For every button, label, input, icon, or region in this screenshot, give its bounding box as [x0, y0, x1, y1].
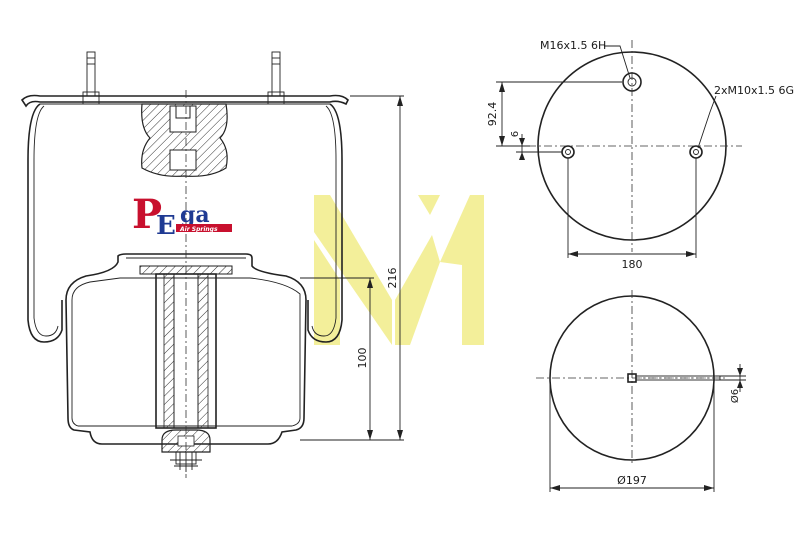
side-thread-hole-left: [561, 145, 575, 159]
watermark-logo: [314, 195, 484, 345]
dimension-total-height: 216: [300, 95, 404, 441]
dimension-piston-height-label: 100: [356, 348, 369, 369]
thread-center-label: M16x1.5 6H: [540, 39, 606, 52]
bellows-right: [307, 103, 343, 343]
offset-small-label: 6: [510, 131, 521, 137]
air-spring-section-view: [20, 51, 349, 478]
top-plate: [20, 94, 349, 108]
brand-letter-e: E: [156, 211, 176, 241]
bottom-view: Ø6 Ø197: [536, 290, 746, 492]
dimension-piston-height: 100: [300, 277, 374, 440]
center-thread-hole: [622, 72, 642, 92]
thread-side-label: 2xM10x1.5 6G: [714, 84, 794, 97]
offset-vertical-label: 92.4: [486, 102, 499, 127]
brand-logo: P E ga Air Springs: [132, 191, 232, 241]
dimension-total-height-label: 216: [386, 268, 399, 289]
brand-letters-ga: ga: [180, 202, 210, 228]
brand-letter-p: P: [132, 191, 162, 238]
air-inlet-channel: [635, 375, 721, 381]
bellows-left: [27, 103, 63, 343]
bolt-spacing-label: 180: [622, 258, 643, 271]
inlet-diameter-label: Ø6: [729, 389, 741, 403]
base-diameter-label: Ø197: [617, 474, 647, 487]
piston: [65, 253, 307, 445]
bumper-block: [141, 103, 228, 177]
brand-tagline-bar: [176, 224, 232, 232]
top-plate-view: M16x1.5 6H 2xM10x1.5 6G 92.4 6 180: [486, 39, 794, 271]
side-thread-hole-right: [689, 145, 703, 159]
brand-tagline: Air Springs: [179, 226, 218, 233]
